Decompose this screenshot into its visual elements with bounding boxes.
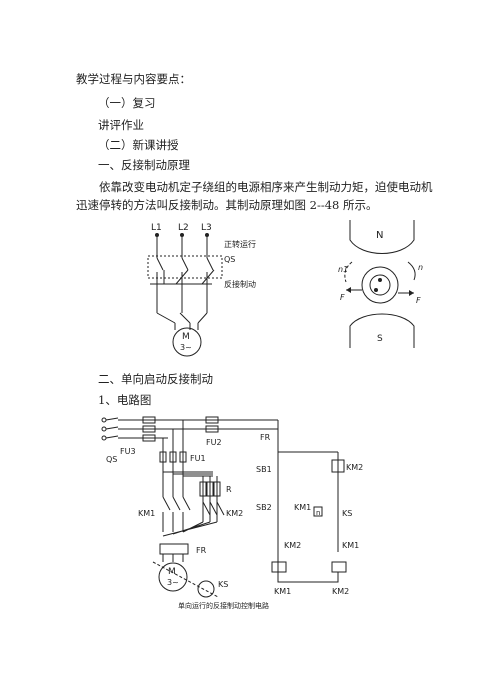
fu3-label: FU3 bbox=[120, 447, 136, 456]
force-left-label: F bbox=[340, 293, 345, 302]
heading: 教学过程与内容要点： bbox=[76, 72, 191, 86]
label-l2: L2 bbox=[178, 223, 189, 233]
km1-interlock-label: KM1 bbox=[342, 541, 359, 550]
fr-main-label: FR bbox=[196, 546, 207, 555]
label-qs: QS bbox=[224, 255, 235, 264]
circuit-diagram-heading: 1、电路图 bbox=[98, 393, 152, 407]
motor-phase: 3~ bbox=[180, 343, 192, 352]
qs-label: QS bbox=[106, 455, 117, 464]
force-right-label: F bbox=[416, 296, 421, 305]
motor-phase: 3~ bbox=[167, 578, 179, 587]
pole-n-label: N bbox=[376, 230, 383, 241]
km2-main-label: KM2 bbox=[226, 509, 243, 518]
motor-label: M bbox=[182, 332, 190, 342]
homework-line: 讲评作业 bbox=[98, 118, 144, 132]
review-heading: （一）复习 bbox=[98, 96, 156, 110]
label-l3: L3 bbox=[201, 223, 212, 233]
ks-speed-relay-label: KS bbox=[218, 580, 228, 589]
section1-heading: 一、反接制动原理 bbox=[98, 158, 190, 172]
km2-interlock-label: KM2 bbox=[284, 541, 301, 550]
reverse-brake-switch-figure: L1 L2 L3 M 3~ 正转运行 QS 反接制动 bbox=[147, 223, 256, 357]
fu1-label: FU1 bbox=[190, 454, 206, 463]
sb2-label: SB2 bbox=[256, 503, 272, 512]
km2-aux-label: KM2 bbox=[346, 463, 363, 472]
brake-principle-figure: N F F n1 n S bbox=[338, 220, 423, 348]
fr-contact-label: FR bbox=[260, 433, 271, 442]
ks-contact-label: KS bbox=[342, 509, 352, 518]
reverse-brake-circuit-figure: FU2 FU3 QS FU1 R KM1 KM2 FR M 3~ KS FR S… bbox=[101, 416, 363, 610]
circuit-caption: 单向运行的反接制动控制电路 bbox=[178, 601, 269, 610]
pole-s-label: S bbox=[377, 334, 383, 344]
km1-main-label: KM1 bbox=[138, 509, 155, 518]
fu2-label: FU2 bbox=[206, 438, 222, 447]
coil-km1-label: KM1 bbox=[274, 587, 291, 596]
label-reverse-brake: 反接制动 bbox=[224, 279, 256, 289]
speed-n-label: n bbox=[316, 509, 320, 517]
r-label: R bbox=[226, 485, 232, 494]
km1-aux-label: KM1 bbox=[294, 503, 311, 512]
section2-heading: 二、单向启动反接制动 bbox=[98, 372, 213, 386]
principle-paragraph: 依靠改变电动机定子绕组的电源相序来产生制动力矩，迫使电动机迅速停转的方法叫反接制… bbox=[76, 180, 433, 212]
coil-km2-label: KM2 bbox=[332, 587, 349, 596]
n-label: n bbox=[418, 263, 423, 272]
new-lesson-heading: （二）新课讲授 bbox=[98, 138, 179, 152]
label-l1: L1 bbox=[151, 223, 162, 233]
n1-label: n1 bbox=[338, 265, 348, 274]
sb1-label: SB1 bbox=[256, 465, 272, 474]
label-forward: 正转运行 bbox=[224, 239, 256, 249]
